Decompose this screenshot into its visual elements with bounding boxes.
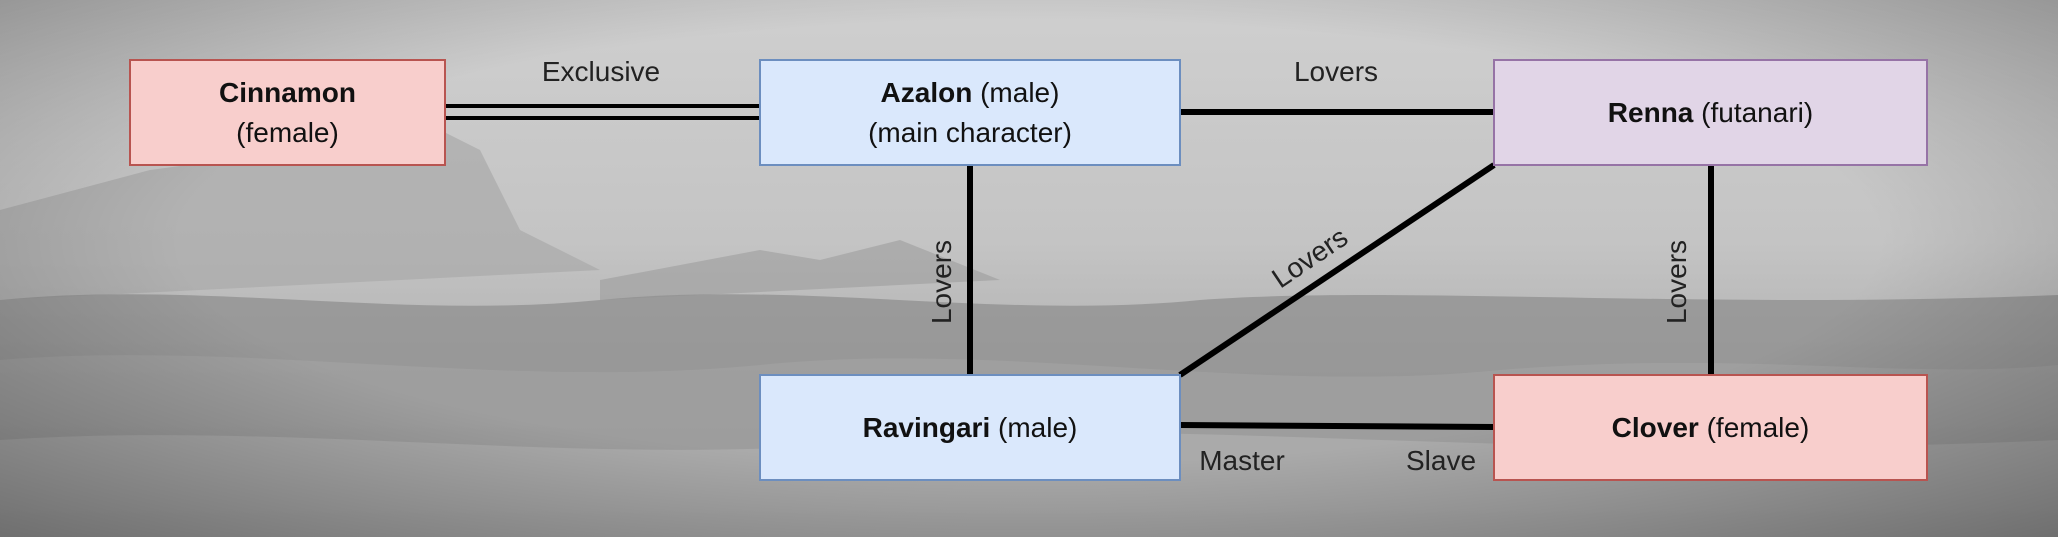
node-ravingari-note: (male) (998, 411, 1078, 443)
node-ravingari: Ravingari (male) (759, 374, 1181, 481)
node-azalon-name: Azalon (880, 76, 973, 108)
node-azalon: Azalon (male) (main character) (759, 59, 1181, 166)
node-azalon-role: (main character) (868, 116, 1072, 148)
node-azalon-note: (male) (980, 76, 1060, 108)
edge-label-azalon-renna: Lovers (1293, 56, 1379, 87)
edge-ravingari-clover (1179, 422, 1495, 430)
node-renna: Renna (futanari) (1493, 59, 1928, 166)
edge-label-master: Master (1199, 445, 1285, 476)
edge-renna-ravingari (1178, 162, 1496, 378)
node-renna-name: Renna (1607, 96, 1694, 128)
node-clover-note: (female) (1706, 411, 1810, 443)
node-cinnamon-name: Cinnamon (219, 76, 356, 108)
node-cinnamon: Cinnamon (female) (129, 59, 446, 166)
node-renna-note: (futanari) (1701, 96, 1814, 128)
node-clover: Clover (female) (1493, 374, 1928, 481)
node-cinnamon-note: (female) (236, 116, 339, 148)
edge-label-renna-clover: Lovers (1661, 239, 1692, 325)
edge-label-exclusive: Exclusive (541, 56, 661, 87)
node-ravingari-name: Ravingari (862, 411, 991, 443)
node-clover-name: Clover (1611, 411, 1699, 443)
edge-label-slave: Slave (1405, 445, 1477, 476)
edge-label-azalon-ravingari: Lovers (926, 239, 957, 325)
